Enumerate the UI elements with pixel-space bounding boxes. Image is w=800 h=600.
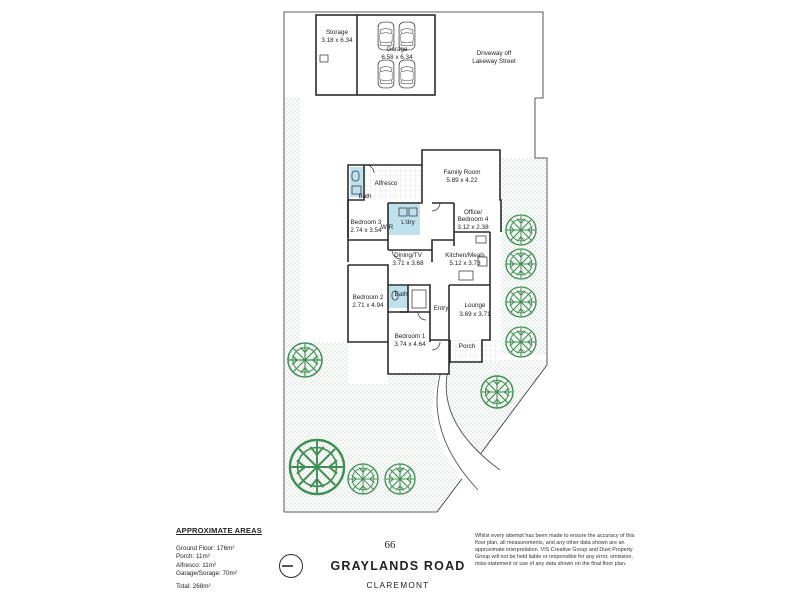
car-icon: [377, 59, 395, 89]
storage-label: Storage: [326, 29, 349, 36]
tree-icon: [287, 342, 323, 378]
tree-icon: [505, 286, 537, 318]
bath2-label: Bath: [395, 291, 408, 298]
garden-left: [285, 97, 546, 511]
dining-size: 3.71 x 3.68: [392, 260, 424, 267]
garden-right: [501, 158, 546, 355]
garage-label: Garage: [386, 46, 408, 53]
washer-icon: [398, 207, 408, 217]
tree-icon: [505, 248, 537, 280]
area-total: Total: 268m²: [176, 583, 211, 591]
office-size: 3.12 x 2.38: [457, 224, 489, 231]
bedroom1-size: 3.74 x 4.64: [394, 341, 426, 348]
bedroom2-size: 2.71 x 4.94: [352, 302, 384, 309]
house: [345, 149, 502, 384]
area-line: Alfresco: 11m²: [176, 561, 217, 569]
address-street: GRAYLANDS ROAD: [330, 559, 466, 573]
bedroom1-label: Bedroom 1: [395, 333, 426, 340]
lounge-size: 3.69 x 3.71: [459, 311, 491, 318]
storage-fixture: [319, 54, 329, 63]
area-line: Garage/Sorage: 70m²: [176, 569, 237, 577]
garden-curve: [432, 362, 500, 493]
address-suburb: CLAREMONT: [366, 580, 430, 590]
door-swings: [365, 164, 441, 351]
family-room-label: Family Room: [443, 169, 480, 176]
tree-icon: [505, 214, 537, 246]
toilet2-icon: [391, 290, 399, 301]
bath-top-label: Bath: [359, 193, 372, 200]
approximate-areas: APPROXIMATE AREAS Ground Floor: 176m² Po…: [176, 526, 306, 590]
bedroom2-label: Bedroom 2: [353, 294, 384, 301]
areas-title: APPROXIMATE AREAS: [176, 526, 262, 535]
area-line: Porch: 11m²: [176, 553, 210, 561]
entry-label: Entry: [434, 305, 450, 312]
dining-label: Dining/TV: [394, 252, 422, 259]
porch-label: Porch: [459, 343, 476, 350]
porch-paving: [450, 340, 500, 362]
bath-top-tile: [350, 167, 363, 197]
office-label-2: Bedroom 4: [458, 216, 489, 223]
shower-icon: [411, 289, 427, 309]
tree-icon: [347, 463, 379, 495]
kitchen-size: 5.12 x 3.73: [449, 260, 481, 267]
driveway-label: Driveway off: [477, 50, 512, 57]
fridge-icon: [475, 235, 487, 244]
north-arrow-icon: [279, 554, 303, 578]
cooktop-icon: [477, 256, 488, 267]
driveway-street: Lakeway Street: [472, 58, 516, 65]
tree-icon: [288, 438, 346, 496]
garage-block: [315, 14, 436, 96]
kitchen-label: Kitchen/Meals: [445, 252, 485, 259]
lounge-label: Lounge: [464, 302, 486, 309]
tree-icon: [384, 463, 416, 495]
disclaimer-text: Whilst every attempt has been made to en…: [475, 533, 635, 568]
office-label: Office/: [464, 209, 482, 216]
dryer-icon: [408, 207, 418, 217]
sink-icon: [458, 270, 474, 281]
garage-size: 6.58 x 6.34: [381, 54, 413, 61]
toilet-icon: [351, 170, 360, 182]
bedroom3-size: 2.74 x 3.54: [350, 227, 382, 234]
alfresco-label: Alfresco: [375, 180, 398, 187]
address-number: 66: [384, 539, 396, 551]
bedroom3-label: Bedroom 3: [351, 219, 382, 226]
storage-size: 3.18 x 6.34: [321, 37, 353, 44]
area-line: Ground Floor: 176m²: [176, 545, 235, 552]
tree-icon: [480, 375, 514, 409]
laundry-label: L'dry: [401, 219, 415, 226]
car-icon: [398, 59, 416, 89]
tree-icon: [505, 326, 537, 358]
wir-label: WIR: [381, 224, 394, 231]
basin-icon: [351, 185, 362, 195]
family-room-size: 5.89 x 4.22: [446, 177, 478, 184]
